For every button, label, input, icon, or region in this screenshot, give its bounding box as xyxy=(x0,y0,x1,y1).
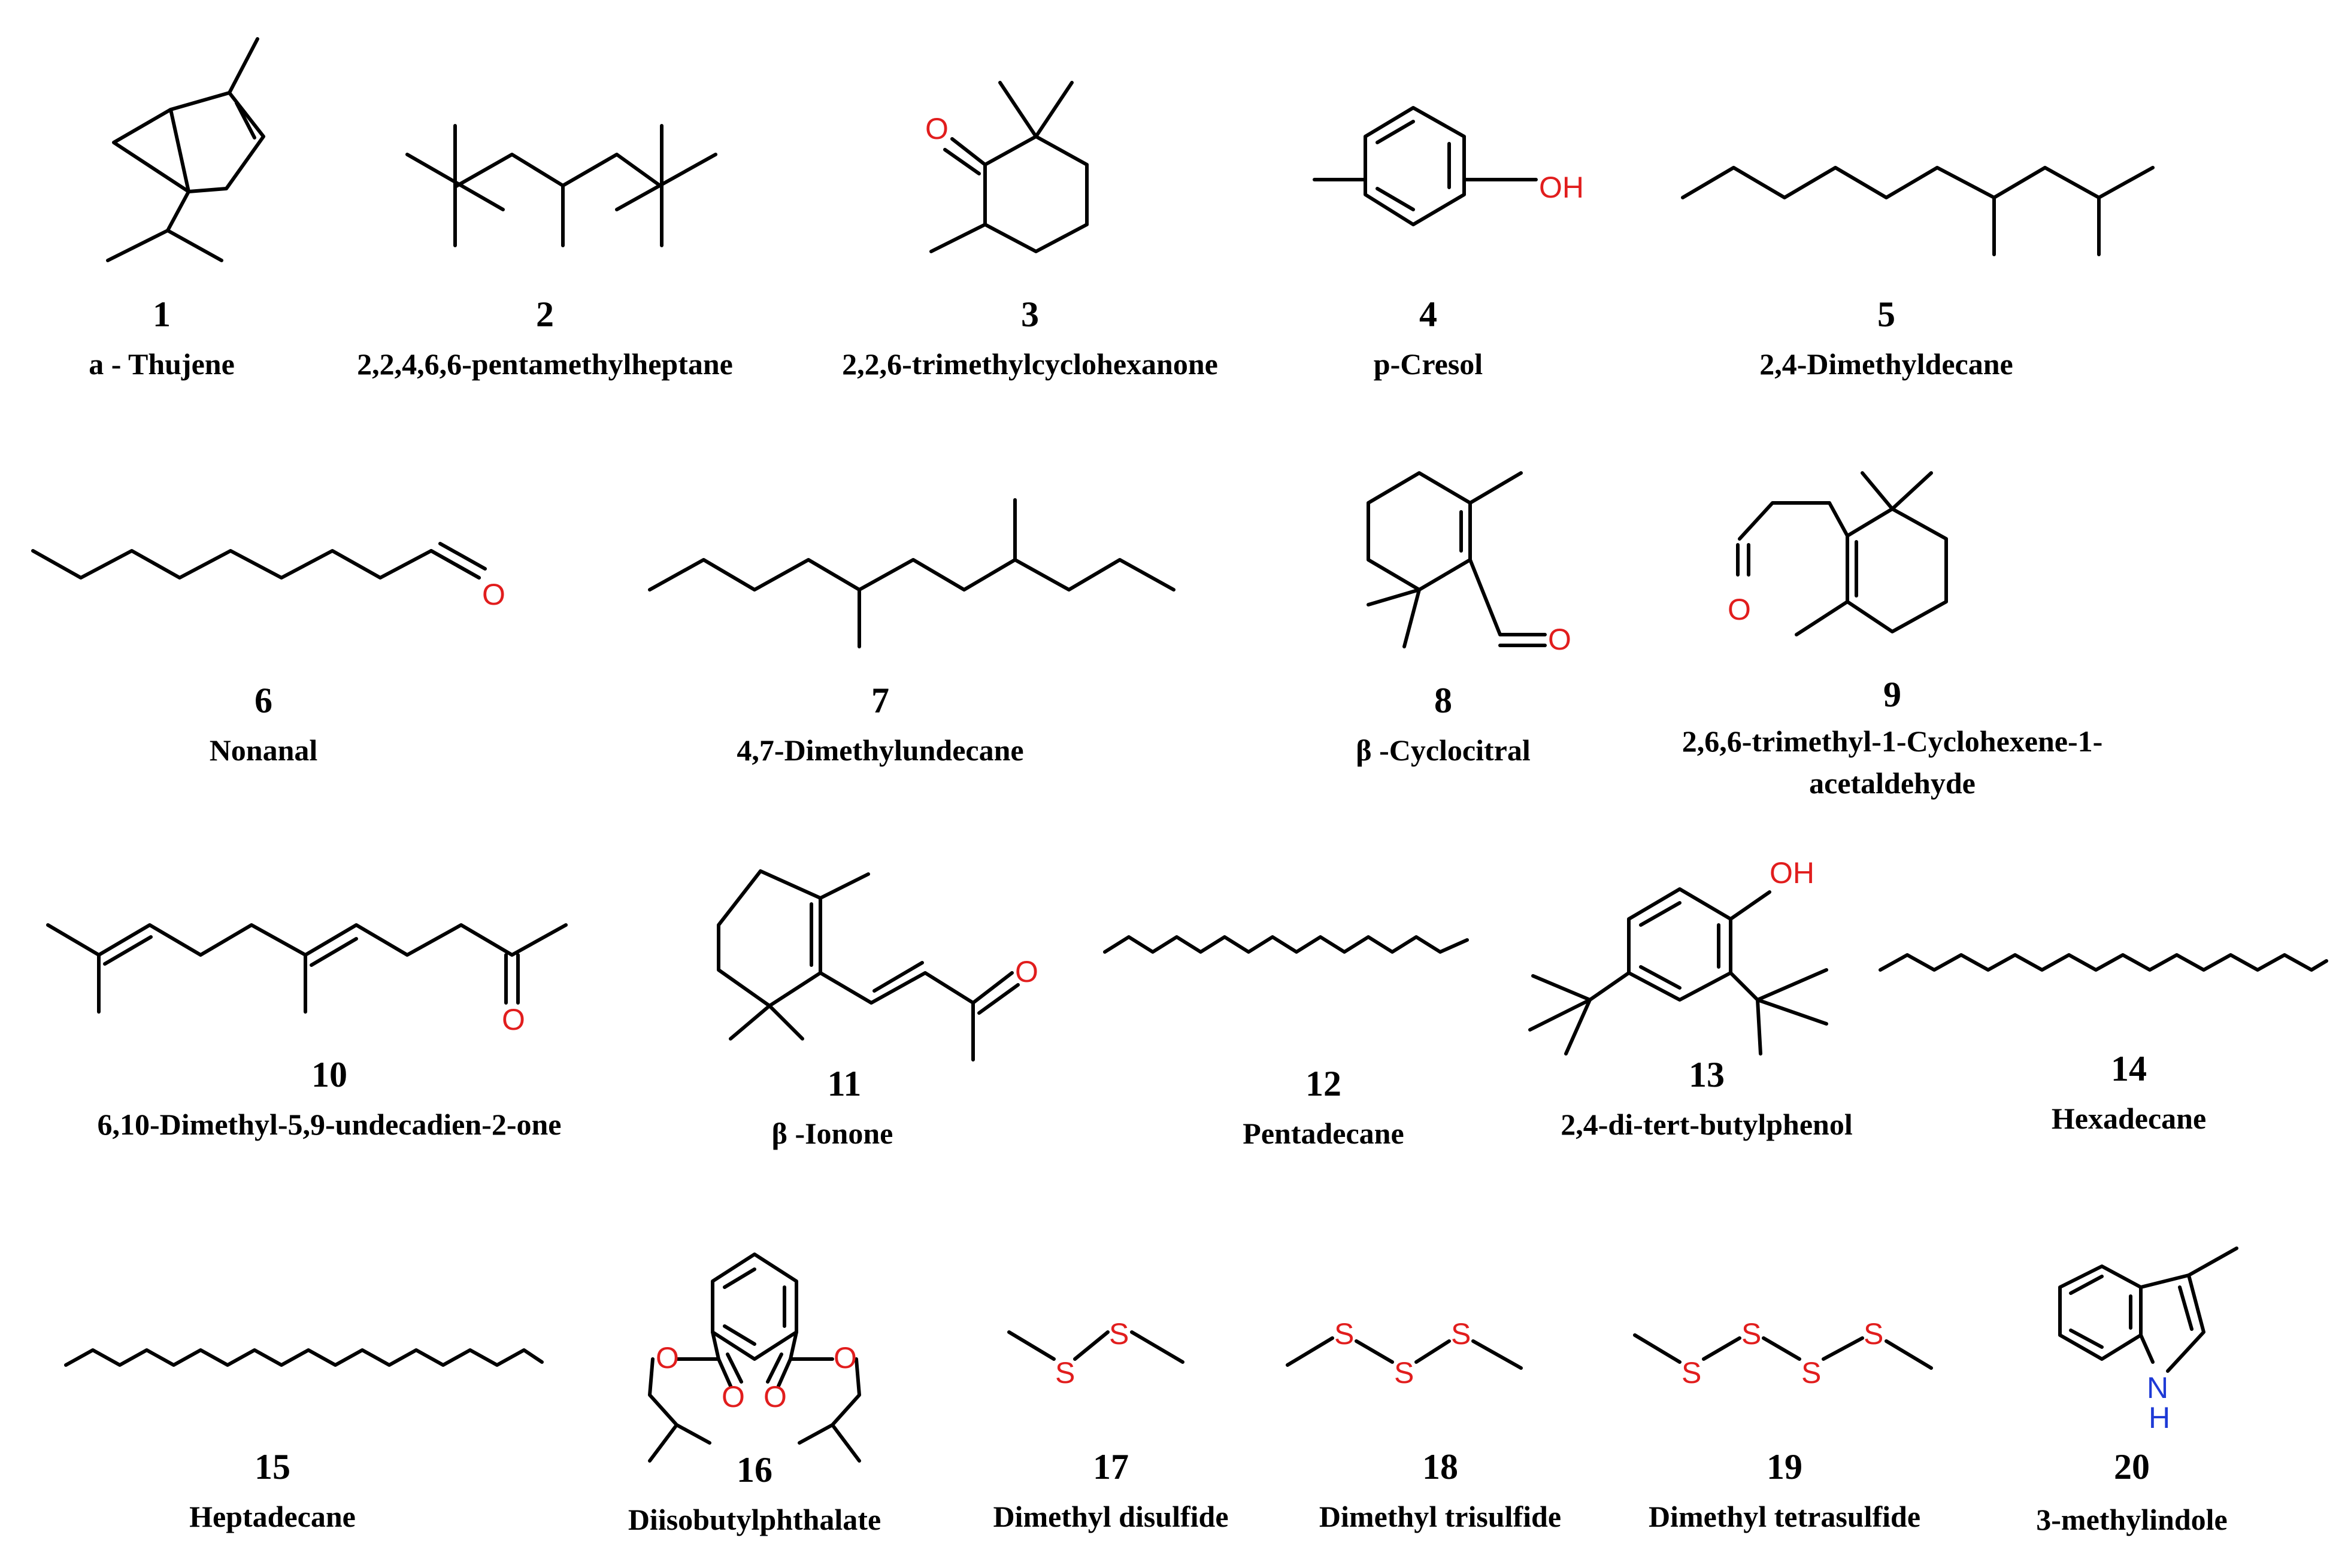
oxygen-atom: O xyxy=(1728,593,1751,626)
oxygen-atom: O xyxy=(925,112,949,145)
structure-4 xyxy=(1313,106,1538,226)
structure-18 xyxy=(1286,1336,1523,1370)
oxygen-atom: O xyxy=(656,1341,679,1375)
compound-name-10: 6,10-Dimethyl-5,9-undecadien-2-one xyxy=(98,1108,562,1141)
compound-name-20: 3-methylindole xyxy=(2036,1503,2227,1536)
structure-13 xyxy=(1528,887,1828,1056)
structure-14 xyxy=(1879,953,2328,972)
sulfur-atom: S xyxy=(1109,1317,1129,1351)
sulfur-atom: S xyxy=(1394,1356,1414,1390)
compound-number-15: 15 xyxy=(255,1447,290,1487)
compound-number-10: 10 xyxy=(311,1055,347,1094)
compound-name-3: 2,2,6-trimethylcyclohexanone xyxy=(842,347,1218,381)
hydroxyl-group: OH xyxy=(1770,856,1814,890)
compound-number-3: 3 xyxy=(1021,295,1039,334)
compound-name-6: Nonanal xyxy=(210,733,318,767)
compound-number-12: 12 xyxy=(1305,1064,1341,1103)
compound-name-9-line1: 2,6,6-trimethyl-1-Cyclohexene-1- xyxy=(1682,724,2103,758)
compound-number-19: 19 xyxy=(1767,1447,1802,1487)
structure-9 xyxy=(1736,471,1948,636)
compound-name-5: 2,4-Dimethyldecane xyxy=(1759,347,2013,381)
compound-name-17: Dimethyl disulfide xyxy=(993,1500,1228,1533)
oxygen-atom: O xyxy=(764,1380,787,1414)
compound-name-4: p-Cresol xyxy=(1374,347,1483,381)
compound-number-18: 18 xyxy=(1422,1447,1458,1487)
structure-20 xyxy=(2058,1246,2238,1373)
sulfur-atom: S xyxy=(1451,1317,1471,1351)
structure-3 xyxy=(929,81,1089,253)
compound-number-20: 20 xyxy=(2114,1447,2150,1487)
compound-name-11: β -Ionone xyxy=(772,1117,893,1150)
compound-name-1: a - Thujene xyxy=(89,347,235,381)
oxygen-atom: O xyxy=(722,1380,745,1414)
structure-15 xyxy=(64,1348,544,1367)
compound-number-1: 1 xyxy=(153,295,171,334)
compound-name-18: Dimethyl trisulfide xyxy=(1319,1500,1561,1533)
structure-1 xyxy=(106,37,265,262)
structure-2 xyxy=(405,124,717,247)
sulfur-atom: S xyxy=(1741,1317,1761,1351)
compound-number-16: 16 xyxy=(737,1450,772,1490)
sulfur-atom: S xyxy=(1055,1356,1075,1390)
oxygen-atom: O xyxy=(1015,955,1038,988)
nitrogen-atom: N xyxy=(2147,1371,2168,1405)
compound-number-5: 5 xyxy=(1877,295,1895,334)
sulfur-atom: S xyxy=(1864,1317,1883,1351)
hydrogen-atom: H xyxy=(2149,1401,2170,1434)
structure-17 xyxy=(1007,1330,1184,1364)
compound-name-9-line2: acetaldehyde xyxy=(1809,766,1976,800)
compound-number-7: 7 xyxy=(871,681,889,720)
structure-5 xyxy=(1681,166,2155,256)
compound-number-14: 14 xyxy=(2111,1049,2147,1088)
structure-19 xyxy=(1633,1333,1933,1370)
structure-10 xyxy=(46,923,568,1014)
oxygen-atom: O xyxy=(834,1341,857,1375)
structure-7 xyxy=(648,498,1176,648)
hydroxyl-group: OH xyxy=(1539,171,1584,204)
structure-6 xyxy=(31,542,487,580)
oxygen-atom: O xyxy=(502,1003,525,1036)
compound-number-11: 11 xyxy=(828,1064,862,1103)
compound-number-4: 4 xyxy=(1419,295,1437,334)
compound-name-16: Diisobutylphthalate xyxy=(628,1503,881,1536)
oxygen-atom: O xyxy=(482,578,505,611)
compound-number-17: 17 xyxy=(1093,1447,1129,1487)
compound-name-13: 2,4-di-tert-butylphenol xyxy=(1561,1108,1853,1141)
structure-8 xyxy=(1367,471,1547,648)
sulfur-atom: S xyxy=(1334,1317,1354,1351)
oxygen-atom: O xyxy=(1548,623,1571,656)
compound-name-15: Heptadecane xyxy=(189,1500,356,1533)
compound-name-19: Dimethyl tetrasulfide xyxy=(1649,1500,1920,1533)
compound-number-2: 2 xyxy=(536,295,554,334)
compound-number-6: 6 xyxy=(255,681,272,720)
compound-name-8: β -Cyclocitral xyxy=(1356,733,1531,767)
sulfur-atom: S xyxy=(1801,1356,1821,1390)
structure-11 xyxy=(717,869,1020,1061)
compound-name-2: 2,2,4,6,6-pentamethylheptane xyxy=(357,347,733,381)
sulfur-atom: S xyxy=(1682,1356,1701,1390)
compound-name-7: 4,7-Dimethylundecane xyxy=(737,733,1023,767)
structure-16 xyxy=(648,1252,861,1463)
compound-number-9: 9 xyxy=(1883,675,1901,714)
compound-number-13: 13 xyxy=(1689,1055,1725,1094)
compound-number-8: 8 xyxy=(1434,681,1452,720)
compound-name-14: Hexadecane xyxy=(2052,1102,2206,1135)
compound-name-12: Pentadecane xyxy=(1243,1117,1404,1150)
structure-12 xyxy=(1103,935,1469,954)
